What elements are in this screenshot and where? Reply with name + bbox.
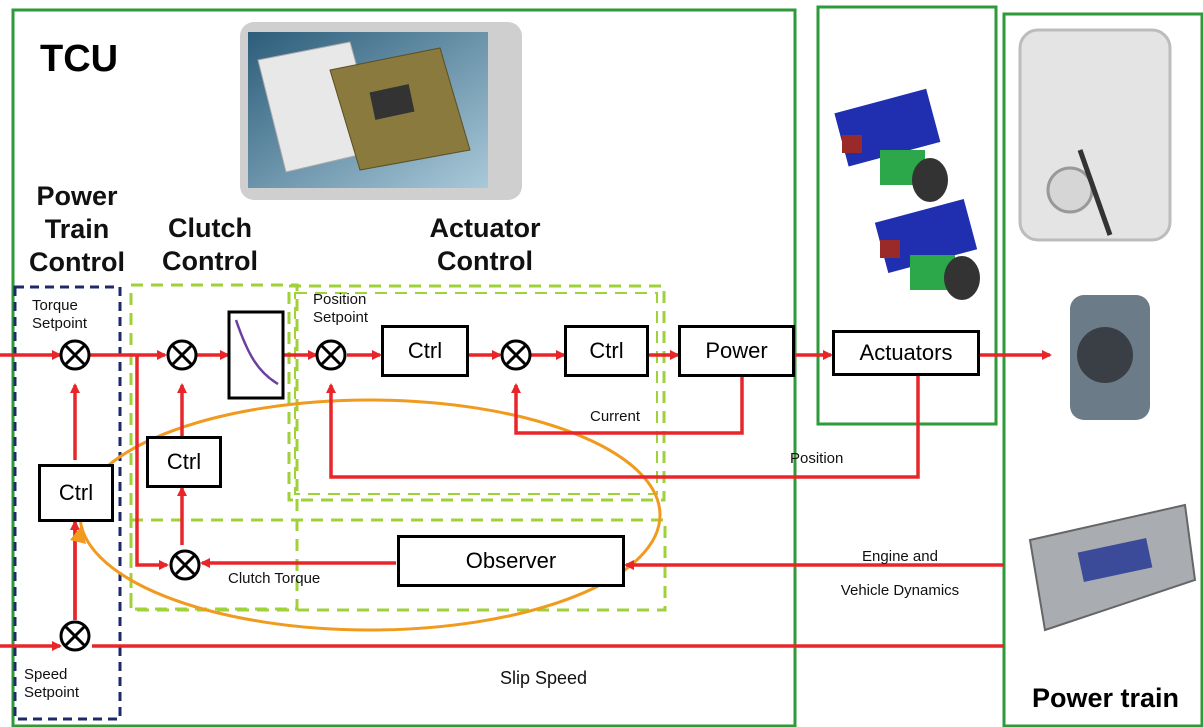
power-train-control-box [13, 285, 122, 721]
clutch-control-box [129, 283, 299, 611]
actuator-control-heading: Actuator Control [405, 212, 565, 278]
speed-setpoint-line-2: Setpoint [24, 684, 80, 701]
speed-setpoint-line-1: Speed [24, 666, 68, 683]
torque-setpoint-label: Torque Setpoint [32, 297, 87, 333]
engine-dynamics-line-2: Vehicle Dynamics [840, 582, 960, 599]
power-block: Power [678, 325, 795, 377]
actuator-control-inner-box [294, 292, 658, 495]
speed-setpoint-label: Speed Setpoint [24, 666, 79, 702]
clutch-curve [234, 319, 279, 386]
gearbox-image [1028, 503, 1197, 632]
torque-setpoint-line-2: Setpoint [32, 315, 88, 332]
actuator-image-2 [874, 198, 980, 300]
engine-image [1018, 28, 1172, 242]
sum-position [315, 339, 347, 371]
slip-speed-label: Slip Speed [500, 668, 588, 688]
ac-line-1: Actuator [429, 213, 541, 243]
ptc-line-3: Control [29, 247, 125, 277]
position-label: Position [790, 450, 844, 467]
position-setpoint-label: Position Setpoint [313, 291, 368, 327]
engine-dynamics-label: Engine and Vehicle Dynamics [830, 540, 970, 608]
summing-junctions [59, 339, 532, 652]
clutch-image [1070, 295, 1150, 420]
cc-line-2: Control [162, 246, 258, 276]
clutch-control-heading: Clutch Control [135, 212, 285, 278]
ptc-line-1: Power [36, 181, 118, 211]
ctrl-block-position: Ctrl [381, 325, 469, 377]
ac-line-2: Control [437, 246, 533, 276]
sum-torque [59, 339, 91, 371]
sum-clutch [166, 339, 198, 371]
position-setpoint-line-2: Setpoint [313, 309, 369, 326]
ctrl-block-power-train: Ctrl [38, 464, 114, 522]
sum-clutch-torque [169, 549, 201, 581]
current-label: Current [590, 408, 641, 425]
ctrl-block-current: Ctrl [564, 325, 649, 377]
sum-current [500, 339, 532, 371]
ecu-image [240, 22, 522, 200]
tcu-region [11, 8, 797, 727]
actuator-image-1 [834, 88, 948, 202]
position-setpoint-line-1: Position [313, 291, 367, 308]
power-train-title: Power train [1032, 683, 1180, 713]
power-train-region [1002, 12, 1203, 727]
signal-lines [0, 350, 1052, 651]
cc-line-1: Clutch [168, 213, 252, 243]
ellipse-arrowhead [70, 525, 86, 544]
ctrl-block-clutch: Ctrl [146, 436, 222, 488]
tcu-title: TCU [40, 38, 119, 80]
actuators-block: Actuators [832, 330, 980, 376]
actuators-region [816, 5, 998, 426]
actuator-control-box [287, 284, 666, 502]
engine-dynamics-line-1: Engine and [862, 548, 938, 565]
power-train-control-heading: Power Train Control [12, 180, 142, 279]
observer-dashed-box [129, 518, 667, 612]
clutch-torque-label: Clutch Torque [228, 570, 321, 587]
torque-setpoint-line-1: Torque [32, 297, 78, 314]
observer-block: Observer [397, 535, 625, 587]
sum-speed [59, 620, 91, 652]
ptc-line-2: Train [44, 214, 110, 244]
clutch-curve-block [227, 310, 285, 400]
